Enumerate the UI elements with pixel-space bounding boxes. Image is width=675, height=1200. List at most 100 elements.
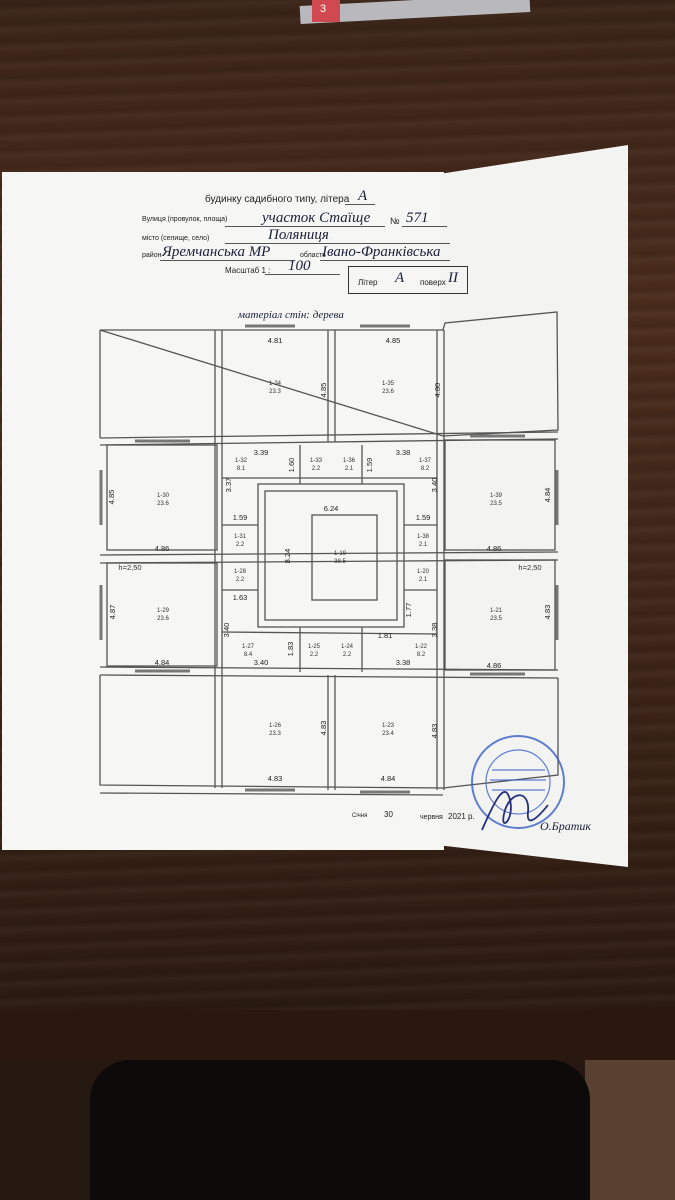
room-id: 1-35 <box>382 381 395 387</box>
room-area: 2.2 <box>236 577 245 583</box>
lap-shadow <box>90 1060 590 1200</box>
room-id: 1-28 <box>234 569 247 575</box>
district-label: район <box>142 252 162 259</box>
room-id: 1-22 <box>415 644 428 650</box>
number-underline <box>402 226 447 227</box>
letter-floor-box <box>348 266 468 294</box>
dim-label: 3.40 <box>254 658 269 667</box>
dim-label: 1.60 <box>287 458 296 473</box>
dim-label: 4.85 <box>107 490 116 505</box>
wall-bottom <box>99 792 444 796</box>
room-id: 1-24 <box>341 644 354 650</box>
dim-label: 1.59 <box>416 513 431 522</box>
room-id: 1-25 <box>308 644 321 650</box>
room-1-29-outline <box>106 562 218 667</box>
dim-label: 3.38 <box>430 623 439 638</box>
number-label: № <box>390 216 400 226</box>
dim-label: 4.85 <box>319 383 328 398</box>
wall-small-bottom <box>221 631 438 635</box>
dim-label: 1.81 <box>378 631 393 640</box>
title-underline <box>345 204 375 205</box>
dim-label: 4.83 <box>268 774 283 783</box>
room-area: 23.4 <box>382 731 394 737</box>
dim-label: 4.83 <box>319 721 328 736</box>
dim-label: 6.24 <box>324 504 339 513</box>
room-id: 1-33 <box>310 458 323 464</box>
dim-label: 4.84 <box>381 774 396 783</box>
height-label: h=2,50 <box>518 563 541 572</box>
date-label: Січня <box>352 813 367 819</box>
dim-label: 4.84 <box>155 658 170 667</box>
room-id: 1-21 <box>490 608 503 614</box>
room-id: 1-34 <box>269 381 282 387</box>
room-1-30-outline <box>106 444 218 551</box>
stair-opening <box>311 514 378 601</box>
room-id: 1-29 <box>157 608 170 614</box>
dim-label: 3.40 <box>222 623 231 638</box>
room-id: 1-38 <box>417 534 430 540</box>
room-area: 2.2 <box>312 466 321 472</box>
room-area: 23.6 <box>382 389 394 395</box>
signature-mark <box>481 791 549 831</box>
official-stamp <box>471 735 565 829</box>
street-value: участок Стаїще <box>262 210 371 226</box>
wall-material: матеріал стін: дерева <box>237 309 344 321</box>
room-id: 1-39 <box>490 493 503 499</box>
dim-label: 4.84 <box>543 488 552 503</box>
wall-row3b <box>99 674 559 679</box>
number-value: 571 <box>406 210 429 226</box>
letter-label: Літер <box>358 278 378 287</box>
room-area: 8.4 <box>244 652 253 658</box>
wall-outline-top <box>99 311 559 437</box>
scale-label: Масштаб 1 : <box>225 266 271 275</box>
room-area: 8.1 <box>237 466 246 472</box>
room-id: 1-19 <box>334 551 347 557</box>
height-label: h=2,50 <box>118 563 141 572</box>
room-id: 1-26 <box>269 723 282 729</box>
title-letter: А <box>358 188 368 204</box>
room-area: 23.5 <box>490 501 502 507</box>
room-area: 2.2 <box>343 652 352 658</box>
room-labels: 1-34 23.3 1-35 23.6 1-30 23.6 1-32 8.1 1… <box>157 381 503 737</box>
dim-label: 3.38 <box>396 448 411 457</box>
dim-label: 3.40 <box>430 478 439 493</box>
title-prefix: будинку садибного типу, літера <box>205 194 350 205</box>
room-id: 1-36 <box>343 458 356 464</box>
dim-label: 4.83 <box>430 724 439 739</box>
room-area: 38.5 <box>334 559 346 565</box>
room-area: 2.1 <box>419 577 428 583</box>
room-area: 23.6 <box>157 616 169 622</box>
floor-left <box>0 1060 95 1200</box>
date-year: 2021 р. <box>448 812 475 821</box>
room-id: 1-23 <box>382 723 395 729</box>
dim-label: 4.83 <box>543 605 552 620</box>
dim-label: 1.63 <box>233 593 248 602</box>
room-id: 1-32 <box>235 458 248 464</box>
dimension-labels: 4.81 4.85 4.85 4.80 3.39 1.60 1.59 3.38 … <box>107 336 552 783</box>
street-underline <box>225 226 385 227</box>
city-value: Поляниця <box>268 227 329 243</box>
dim-label: 1.77 <box>404 603 413 618</box>
room-area: 2.1 <box>419 542 428 548</box>
dim-label: 1.83 <box>286 642 295 657</box>
footer: Січня 30 червня 2021 р. О.Братик <box>352 810 591 833</box>
region-underline <box>320 260 450 261</box>
room-id: 1-37 <box>419 458 432 464</box>
room-area: 8.2 <box>417 652 426 658</box>
dim-label: 3.39 <box>254 448 269 457</box>
room-id: 1-31 <box>234 534 247 540</box>
street-label: Вулиця (провулок, площа) <box>142 216 228 223</box>
wall-row3 <box>99 666 559 671</box>
room-id: 1-20 <box>417 569 430 575</box>
district-underline <box>160 260 295 261</box>
district-value: Яремчанська МР <box>162 244 271 260</box>
room-area: 23.3 <box>269 731 281 737</box>
dim-label: 3.38 <box>396 658 411 667</box>
room-area: 2.1 <box>345 466 354 472</box>
floor-value: II <box>448 270 458 286</box>
document-page-right <box>440 145 628 867</box>
room-id: 1-30 <box>157 493 170 499</box>
floor-label: поверх <box>420 278 446 287</box>
dim-label: 3.37 <box>224 478 233 493</box>
